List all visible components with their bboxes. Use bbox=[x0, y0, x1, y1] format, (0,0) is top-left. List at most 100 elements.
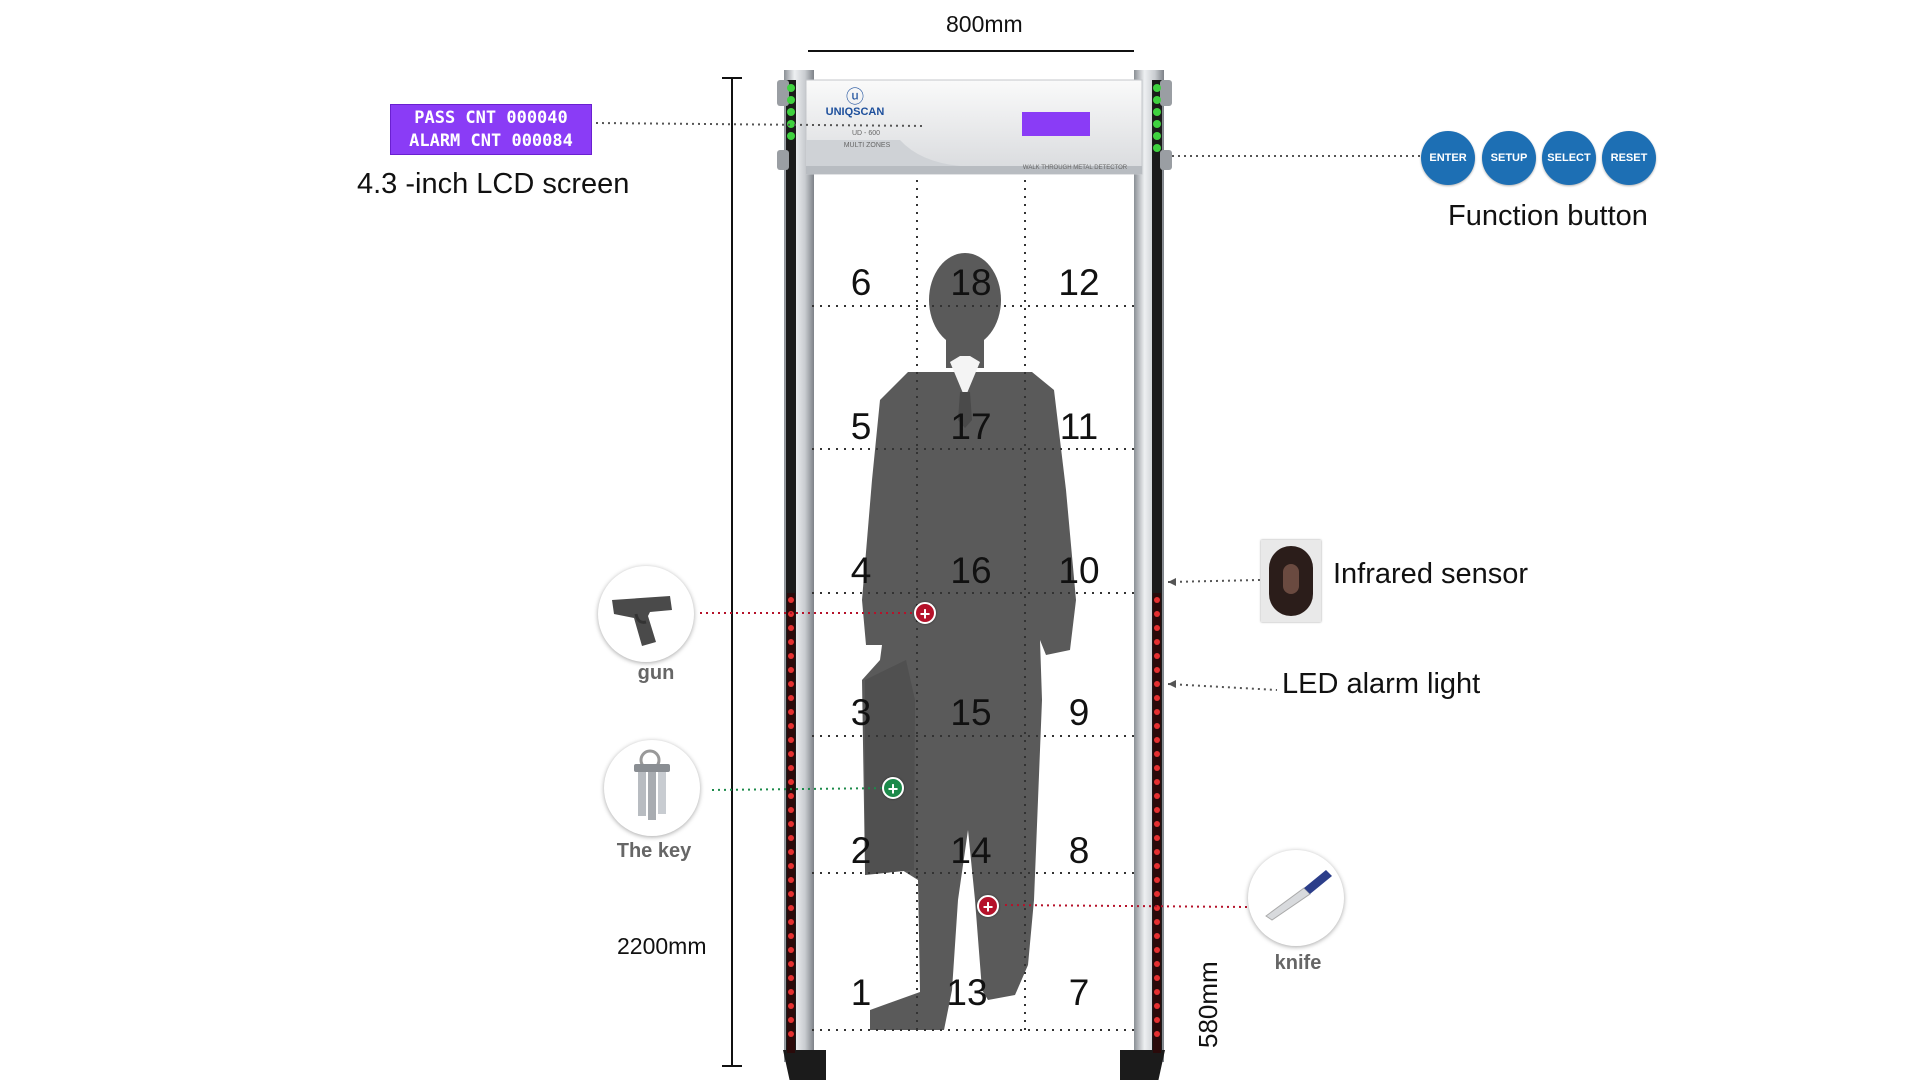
object-leaders bbox=[700, 612, 1249, 908]
led-dot bbox=[788, 695, 794, 701]
led-dot bbox=[1154, 653, 1160, 659]
led-dot bbox=[1154, 947, 1160, 953]
knife-thumbnail bbox=[1248, 850, 1344, 946]
depth-dimension-label: 580mm bbox=[1193, 961, 1223, 1048]
led-dot bbox=[788, 975, 794, 981]
led-dot bbox=[788, 779, 794, 785]
zone-8: 8 bbox=[1068, 830, 1090, 871]
led-dot bbox=[1154, 695, 1160, 701]
led-dot bbox=[1154, 723, 1160, 729]
led-dot bbox=[788, 653, 794, 659]
zone-13: 13 bbox=[946, 972, 988, 1013]
led-dot bbox=[788, 681, 794, 687]
led-dot bbox=[788, 625, 794, 631]
led-dot bbox=[1154, 961, 1160, 967]
gun-detection-marker: + bbox=[914, 602, 936, 624]
lcd-pass-count: PASS CNT 000040 bbox=[414, 108, 568, 128]
shirt-and-tie bbox=[950, 356, 980, 428]
brand-logo: ⓤ UNIQSCAN bbox=[820, 88, 890, 118]
led-dot bbox=[788, 1017, 794, 1023]
zone-5: 5 bbox=[850, 406, 872, 447]
zone-10: 10 bbox=[1058, 550, 1100, 591]
led-dot bbox=[1154, 681, 1160, 687]
led-dot bbox=[1154, 821, 1160, 827]
led-dot bbox=[1154, 639, 1160, 645]
led-dot bbox=[788, 877, 794, 883]
led-dot bbox=[788, 1003, 794, 1009]
led-dot bbox=[1154, 807, 1160, 813]
led-dot bbox=[1154, 905, 1160, 911]
infrared-sensor-caption: Infrared sensor bbox=[1333, 558, 1529, 590]
led-dot bbox=[788, 597, 794, 603]
key-label: The key bbox=[616, 840, 692, 862]
led-dot bbox=[1154, 1003, 1160, 1009]
gun-icon bbox=[612, 596, 672, 646]
led-dot bbox=[1154, 933, 1160, 939]
led-dot bbox=[788, 737, 794, 743]
led-dot bbox=[788, 989, 794, 995]
led-dot bbox=[1154, 891, 1160, 897]
led-dot bbox=[1154, 989, 1160, 995]
lcd-alarm-count: ALARM CNT 000084 bbox=[409, 131, 573, 151]
sensor-icon bbox=[1269, 546, 1313, 616]
left-pillar bbox=[777, 70, 826, 1080]
person-silhouette bbox=[862, 253, 1076, 1030]
zone-6: 6 bbox=[850, 262, 872, 303]
zone-12: 12 bbox=[1058, 262, 1100, 303]
zone-9: 9 bbox=[1068, 692, 1090, 733]
knife-icon bbox=[1265, 870, 1332, 921]
led-dot bbox=[788, 807, 794, 813]
setup-button: SETUP bbox=[1482, 131, 1536, 185]
zone-11: 11 bbox=[1059, 406, 1099, 447]
brand-name: UNIQSCAN bbox=[825, 106, 885, 118]
led-dot bbox=[788, 891, 794, 897]
led-dot bbox=[788, 961, 794, 967]
led-alarm-caption: LED alarm light bbox=[1282, 668, 1481, 700]
led-dot bbox=[788, 905, 794, 911]
led-dot bbox=[788, 667, 794, 673]
led-dot bbox=[1154, 611, 1160, 617]
gun-thumbnail bbox=[598, 566, 694, 662]
mode-label: MULTI ZONES bbox=[843, 142, 891, 149]
zone-7: 7 bbox=[1068, 972, 1090, 1013]
zone-1: 1 bbox=[850, 972, 872, 1013]
led-dot bbox=[1154, 625, 1160, 631]
led-dot bbox=[1154, 1017, 1160, 1023]
leader-lines bbox=[595, 122, 1421, 691]
led-dot bbox=[1154, 779, 1160, 785]
zone-18: 18 bbox=[950, 262, 992, 303]
zone-4: 4 bbox=[850, 550, 872, 591]
head-unit bbox=[805, 79, 1143, 175]
led-dot bbox=[788, 1031, 794, 1037]
led-dot bbox=[1154, 863, 1160, 869]
right-pillar bbox=[1120, 70, 1172, 1080]
led-dot bbox=[788, 863, 794, 869]
led-dot bbox=[1154, 667, 1160, 673]
led-dot bbox=[1154, 919, 1160, 925]
zone-15: 15 bbox=[950, 692, 992, 733]
led-dot bbox=[1154, 793, 1160, 799]
key-thumbnail bbox=[604, 740, 700, 836]
led-dot bbox=[788, 639, 794, 645]
height-dimension-label: 2200mm bbox=[617, 933, 707, 959]
lcd-screen-display: PASS CNT 000040 ALARM CNT 000084 bbox=[390, 104, 592, 155]
select-button: SELECT bbox=[1542, 131, 1596, 185]
width-dimension-label: 800mm bbox=[946, 11, 1023, 37]
zone-16: 16 bbox=[950, 550, 992, 591]
lcd-caption: 4.3 -inch LCD screen bbox=[357, 168, 630, 200]
led-dot bbox=[1154, 751, 1160, 757]
led-dot bbox=[788, 793, 794, 799]
infrared-sensor-image bbox=[1261, 540, 1321, 622]
device-footer: WALK THROUGH METAL DETECTOR bbox=[1022, 165, 1128, 171]
led-dot bbox=[1154, 737, 1160, 743]
leader-arrowheads bbox=[1168, 578, 1176, 688]
led-dot bbox=[788, 723, 794, 729]
led-dot bbox=[1154, 877, 1160, 883]
reset-button: RESET bbox=[1602, 131, 1656, 185]
led-alarm-dots bbox=[788, 597, 1160, 1037]
key-detection-marker: + bbox=[882, 777, 904, 799]
gun-label: gun bbox=[637, 662, 675, 684]
led-dot bbox=[1154, 835, 1160, 841]
zone-3: 3 bbox=[850, 692, 872, 733]
